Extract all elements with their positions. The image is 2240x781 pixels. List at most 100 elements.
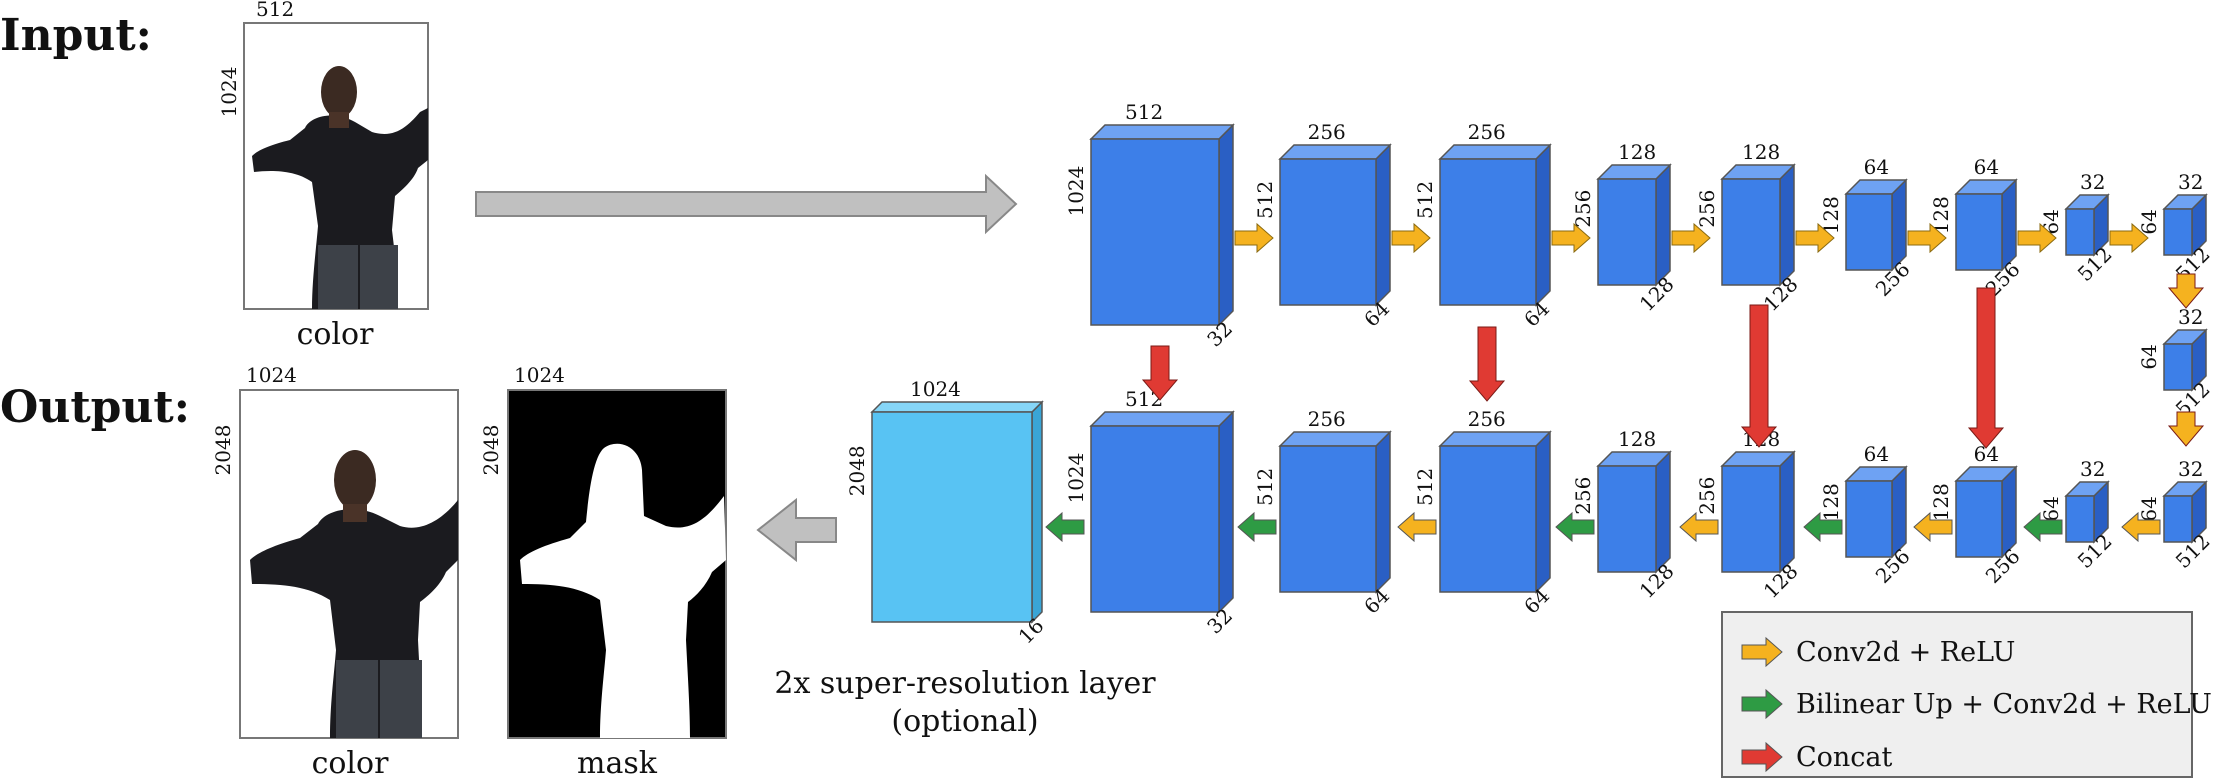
super-resolution-block-left-label: 2048 [845, 445, 869, 496]
conv-arrow-enc-5 [1795, 222, 1835, 254]
decoder-block-4-left-label: 256 [1571, 477, 1595, 515]
block-front [2163, 208, 2193, 256]
decoder-block-5 [1720, 450, 1796, 574]
encoder-block-4-left-label: 256 [1571, 190, 1595, 228]
concat-arrow-2 [1468, 326, 1506, 402]
legend-label-upsample: Bilinear Up + Conv2d + ReLU [1796, 689, 2212, 720]
block-side [2001, 465, 2017, 559]
encoder-block-5-left-label: 256 [1695, 190, 1719, 228]
encoder-block-2 [1278, 143, 1392, 307]
decoder-block-9 [2162, 480, 2208, 544]
input-flow-arrow [475, 173, 1018, 235]
block-front [1090, 138, 1220, 326]
encoder-block-2-left-label: 512 [1253, 181, 1277, 219]
block-side [1891, 465, 1907, 559]
legend-arrow-conv [1741, 636, 1783, 668]
block-front [1597, 178, 1657, 286]
block-front [2065, 495, 2095, 543]
decoder-block-8-top-label: 32 [2080, 457, 2105, 481]
input-heading: Input: [0, 10, 152, 61]
block-side [1535, 430, 1551, 594]
block-front [2065, 208, 2095, 256]
legend-arrow-upsample [1741, 688, 1783, 720]
block-side [1375, 143, 1391, 307]
conv-arrow-down-2 [2167, 411, 2205, 447]
block-front [871, 411, 1033, 623]
encoder-block-7 [1954, 178, 2018, 272]
output-color-panel: 1024 2048 color [211, 363, 459, 781]
decoder-block-5-left-label: 256 [1695, 477, 1719, 515]
block-side [1779, 450, 1795, 574]
block-top [1278, 144, 1392, 160]
bottleneck-block [2162, 328, 2208, 392]
encoder-block-3 [1438, 143, 1552, 307]
decoder-block-3 [1438, 430, 1552, 594]
decoder-block-2-left-label: 512 [1253, 468, 1277, 506]
legend-label-conv: Conv2d + ReLU [1796, 637, 2015, 668]
conv-arrow-enc-8 [2109, 222, 2149, 254]
concat-arrow-4 [1967, 287, 2005, 449]
encoder-block-5 [1720, 163, 1796, 287]
encoder-block-9 [2162, 193, 2208, 257]
decoder-block-9-top-label: 32 [2178, 457, 2203, 481]
block-front [1439, 445, 1537, 593]
decoder-arrow-1 [1237, 511, 1277, 543]
block-side [1891, 178, 1907, 272]
super-resolution-caption-line2: (optional) [891, 704, 1038, 739]
person-silhouette-icon [250, 450, 458, 738]
output-color-caption: color [312, 746, 390, 781]
output-color-width-label: 1024 [246, 363, 297, 387]
decoder-block-3-left-label: 512 [1413, 468, 1437, 506]
decoder-block-6 [1844, 465, 1908, 559]
block-front [1845, 193, 1893, 271]
conv-arrow-enc-1 [1234, 222, 1274, 254]
block-side [2001, 178, 2017, 272]
output-mask-caption: mask [577, 746, 658, 781]
super-resolution-block-top-label: 1024 [910, 377, 961, 401]
concat-arrow-3 [1740, 304, 1778, 448]
block-top [1438, 431, 1552, 447]
block-side [1779, 163, 1795, 287]
conv-arrow-down-1 [2167, 273, 2205, 309]
encoder-block-3-top-label: 256 [1468, 120, 1506, 144]
encoder-block-9-top-label: 32 [2178, 170, 2203, 194]
output-heading: Output: [0, 382, 190, 433]
decoder-block-8-left-label: 64 [2039, 496, 2063, 521]
encoder-block-5-top-label: 128 [1742, 140, 1780, 164]
encoder-block-1-left-label: 1024 [1064, 166, 1088, 217]
decoder-arrow-2 [1397, 511, 1437, 543]
decoder-arrow-6 [1913, 511, 1953, 543]
input-height-label: 1024 [217, 67, 241, 118]
decoder-arrow-7 [2023, 511, 2063, 543]
input-caption: color [297, 317, 375, 352]
decoder-block-6-left-label: 128 [1819, 483, 1843, 521]
decoder-block-4 [1596, 450, 1672, 574]
output-mask-width-label: 1024 [514, 363, 565, 387]
block-side [1031, 400, 1043, 624]
conv-arrow-enc-2 [1391, 222, 1431, 254]
block-front [2163, 343, 2193, 391]
encoder-block-8 [2064, 193, 2110, 257]
encoder-block-4-top-label: 128 [1618, 140, 1656, 164]
input-image-panel: 512 1024 color [217, 0, 429, 352]
legend-label-concat: Concat [1796, 742, 1893, 773]
concat-arrow-1 [1141, 345, 1179, 401]
network-layers: 512 1024 32 256 512 64 256 512 64 128 256 128 128 256… [845, 100, 2215, 649]
decoder-block-2-top-label: 256 [1308, 407, 1346, 431]
decoder-block-1 [1089, 410, 1235, 614]
encoder-block-3-left-label: 512 [1413, 181, 1437, 219]
block-front [1955, 193, 2003, 271]
conv-arrow-enc-6 [1907, 222, 1947, 254]
encoder-block-6-top-label: 64 [1864, 155, 1889, 179]
upsample-arrow-sr [1045, 511, 1085, 543]
block-side [1218, 123, 1234, 327]
decoder-block-2 [1278, 430, 1392, 594]
block-top [1089, 124, 1235, 140]
decoder-block-7-left-label: 128 [1929, 483, 1953, 521]
decoder-block-3-top-label: 256 [1468, 407, 1506, 431]
decoder-block-4-top-label: 128 [1618, 427, 1656, 451]
encoder-block-2-top-label: 256 [1308, 120, 1346, 144]
block-front [1721, 465, 1781, 573]
legend: Conv2d + ReLU Bilinear Up + Conv2d + ReL… [1721, 611, 2212, 778]
